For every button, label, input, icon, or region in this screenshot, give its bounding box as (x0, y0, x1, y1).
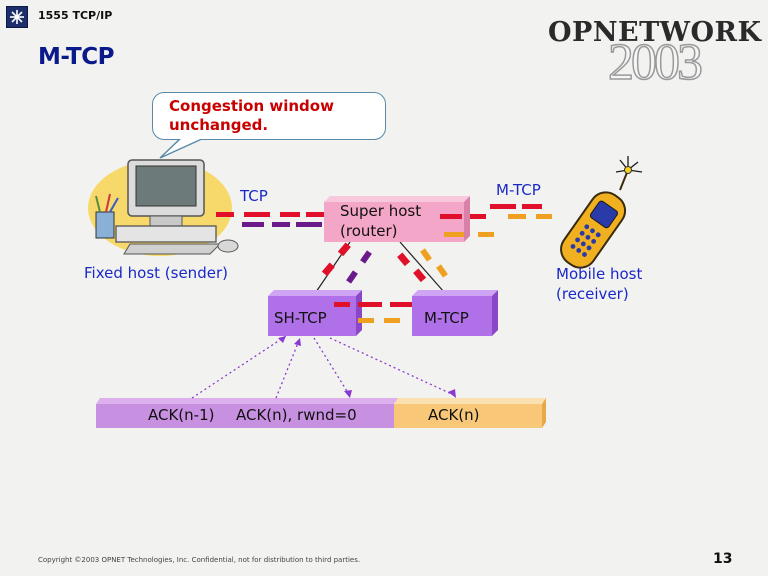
diag-packets-right (397, 248, 448, 283)
sh-tcp-label: SH-TCP (274, 309, 327, 327)
diag-packets-left (321, 242, 372, 284)
mtcp-link-label: M-TCP (496, 181, 541, 199)
callout-line-1: Congestion window (169, 97, 334, 115)
ack-n-rwnd-zero: ACK(n), rwnd=0 (236, 406, 357, 424)
tcp-packets (216, 212, 324, 217)
shtcp-mtcp-packets-orange (358, 318, 400, 323)
ack-arrows-down (313, 337, 457, 397)
ack-n-minus-1: ACK(n-1) (148, 406, 215, 424)
page-number: 13 (713, 551, 733, 567)
ack-bar-graphic (96, 398, 546, 428)
super-host-line-1: Super host (340, 202, 422, 220)
brand-year: 2003 (607, 33, 704, 92)
copyright-notice: Copyright ©2003 OPNET Technologies, Inc.… (38, 556, 361, 564)
callout-line-2: unchanged. (169, 116, 269, 134)
super-host-box (324, 196, 470, 242)
slide-title: M-TCP (38, 44, 114, 70)
congestion-callout: Congestion window unchanged. (152, 92, 386, 140)
fixed-host-label: Fixed host (sender) (84, 264, 228, 282)
link-super-to-mtcp (399, 241, 445, 293)
mobile-host-label: Mobile host (receiver) (556, 264, 642, 304)
mobile-phone-icon (560, 156, 643, 269)
mtcp-ack-packets (444, 214, 552, 237)
ack-arrows-up (191, 335, 301, 399)
super-host-line-2: (router) (340, 222, 398, 240)
brand-word: OPNETWORK (548, 17, 762, 48)
super-host-label: Super host (router) (340, 201, 421, 241)
m-tcp-label: M-TCP (424, 309, 469, 327)
mtcp-packets (440, 204, 542, 219)
deck-label: 1555 TCP/IP (38, 9, 113, 22)
ack-n: ACK(n) (428, 406, 480, 424)
mobile-host-line-1: Mobile host (556, 265, 643, 283)
computer-icon (88, 159, 239, 256)
shtcp-mtcp-packets-red (334, 302, 412, 307)
header-bar: 1555 TCP/IP (0, 0, 768, 30)
tcp-link-label: TCP (240, 187, 268, 205)
mobile-host-line-2: (receiver) (556, 285, 629, 303)
m-tcp-box (412, 290, 498, 336)
opnet-logo-icon (6, 6, 28, 28)
callout-text: Congestion window unchanged. (169, 97, 334, 135)
callout-tail (159, 136, 205, 159)
brand-logo: 2003 OPNETWORK (548, 17, 762, 97)
ack-packets-purple (242, 222, 322, 227)
